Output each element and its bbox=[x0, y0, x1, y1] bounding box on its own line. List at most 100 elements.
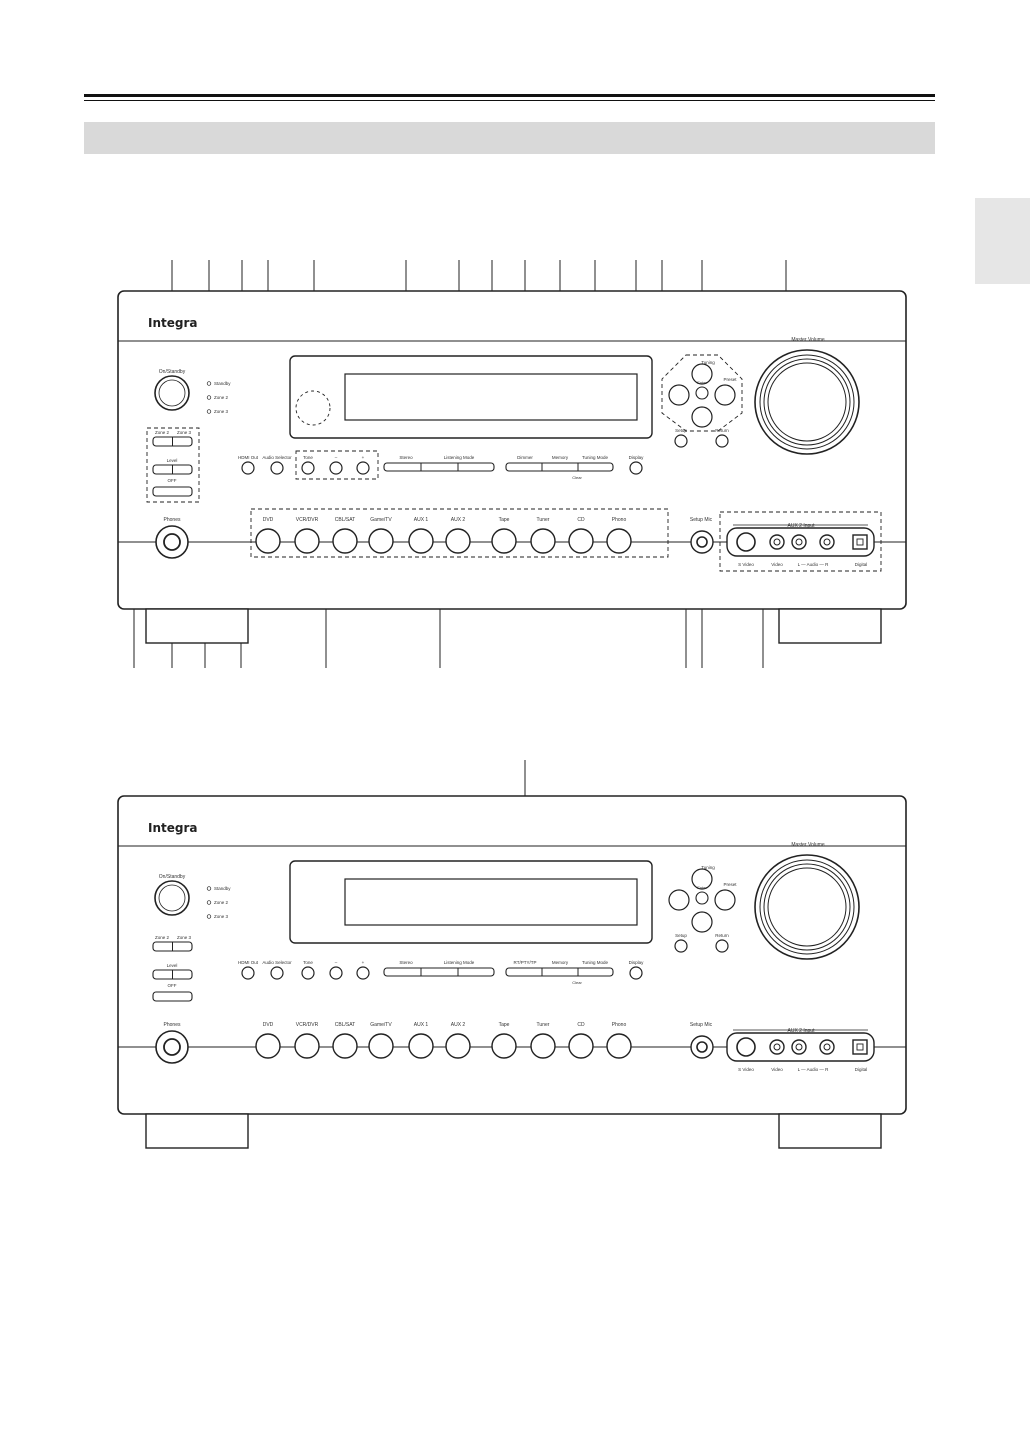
source-buttons-highlight bbox=[250, 508, 669, 558]
preset-label: Preset bbox=[723, 882, 737, 887]
tone-tone-button[interactable] bbox=[301, 966, 315, 980]
aux2-rca-jack-0[interactable] bbox=[769, 1039, 785, 1055]
source-label-3: Game/TV bbox=[370, 1022, 392, 1028]
navigation-highlight bbox=[661, 354, 743, 432]
listening-mode-buttons[interactable] bbox=[383, 967, 495, 977]
source-button-4[interactable] bbox=[408, 528, 434, 554]
source-button-8[interactable] bbox=[568, 528, 594, 554]
enter-button[interactable] bbox=[695, 891, 709, 905]
master-volume-knob[interactable] bbox=[754, 349, 860, 455]
source-button-1[interactable] bbox=[294, 1033, 320, 1059]
source-button-5[interactable] bbox=[445, 528, 471, 554]
power-button[interactable] bbox=[154, 375, 190, 411]
off-label: OFF bbox=[168, 478, 177, 483]
tuning-down-button[interactable] bbox=[691, 406, 713, 428]
display-button[interactable] bbox=[629, 966, 643, 980]
return-button[interactable] bbox=[715, 939, 729, 953]
audio-lr-label: L — Audio — R bbox=[798, 1067, 830, 1072]
s-video-label: S Video bbox=[738, 562, 754, 567]
aux2-rca-jack-2[interactable] bbox=[819, 534, 835, 550]
source-button-6[interactable] bbox=[491, 528, 517, 554]
source-button-7[interactable] bbox=[530, 1033, 556, 1059]
digital-label: Digital bbox=[855, 562, 868, 567]
master-volume-knob[interactable] bbox=[754, 854, 860, 960]
source-button-3[interactable] bbox=[368, 528, 394, 554]
power-label: On/Standby bbox=[159, 874, 186, 880]
hdmi_out-button[interactable] bbox=[241, 461, 255, 475]
source-button-4[interactable] bbox=[408, 1033, 434, 1059]
source-button-7[interactable] bbox=[530, 528, 556, 554]
source-button-0[interactable] bbox=[255, 1033, 281, 1059]
nav-left-button[interactable] bbox=[668, 384, 690, 406]
hdmi_out-button[interactable] bbox=[241, 966, 255, 980]
digital-label: Digital bbox=[855, 1067, 868, 1072]
indicator-zone3-led bbox=[206, 914, 212, 919]
preset-button[interactable] bbox=[714, 889, 736, 911]
s-video-jack[interactable] bbox=[736, 532, 756, 552]
setup-mic-jack[interactable] bbox=[696, 536, 708, 548]
tuning-up-button[interactable] bbox=[691, 868, 713, 890]
aux2-rca-jack-2[interactable] bbox=[819, 1039, 835, 1055]
source-button-6[interactable] bbox=[491, 1033, 517, 1059]
setup-button[interactable] bbox=[674, 434, 688, 448]
tone-tone-label: Tone bbox=[303, 455, 313, 460]
source-label-8: CD bbox=[577, 1022, 585, 1028]
return-button[interactable] bbox=[715, 434, 729, 448]
tone-minus-button[interactable] bbox=[329, 966, 343, 980]
source-label-1: VCR/DVR bbox=[296, 1022, 319, 1028]
tuning-down-button[interactable] bbox=[691, 911, 713, 933]
aux2-rca-jack-1[interactable] bbox=[791, 1039, 807, 1055]
power-button[interactable] bbox=[154, 880, 190, 916]
tone-minus-button[interactable] bbox=[329, 461, 343, 475]
display-button[interactable] bbox=[629, 461, 643, 475]
hdmi_out-label: HDMI Out bbox=[238, 960, 259, 965]
level-label: Level bbox=[167, 458, 178, 463]
source-button-2[interactable] bbox=[332, 1033, 358, 1059]
source-button-0[interactable] bbox=[255, 528, 281, 554]
phones-jack[interactable] bbox=[163, 1038, 181, 1056]
indicator-zone3-led bbox=[206, 409, 212, 414]
audio_selector-label: Audio Selector bbox=[262, 455, 292, 460]
setup-mic-jack[interactable] bbox=[696, 1041, 708, 1053]
nav-left-button[interactable] bbox=[668, 889, 690, 911]
tuning-up-button[interactable] bbox=[691, 363, 713, 385]
master-volume-knob bbox=[759, 859, 855, 955]
audio_selector-button[interactable] bbox=[270, 461, 284, 475]
source-button-9[interactable] bbox=[606, 528, 632, 554]
optical-digital-shutter bbox=[856, 1043, 864, 1051]
zone3-button-label: Zone 3 bbox=[177, 430, 192, 435]
indicator-zone3-label: Zone 3 bbox=[214, 914, 229, 919]
source-button-8[interactable] bbox=[568, 1033, 594, 1059]
source-button-2[interactable] bbox=[332, 528, 358, 554]
tone-plus-button[interactable] bbox=[356, 461, 370, 475]
tuner-buttons[interactable] bbox=[505, 967, 614, 977]
source-button-1[interactable] bbox=[294, 528, 320, 554]
source-button-3[interactable] bbox=[368, 1033, 394, 1059]
source-button-5[interactable] bbox=[445, 1033, 471, 1059]
tuning-label: Tuning bbox=[701, 360, 715, 365]
listening-mode-buttons[interactable] bbox=[383, 462, 495, 472]
tuning-label: Tuning bbox=[701, 865, 715, 870]
level-label: Level bbox=[167, 963, 178, 968]
preset-label: Preset bbox=[723, 377, 737, 382]
aux2-rca-jack-1[interactable] bbox=[791, 534, 807, 550]
source-label-6: Tape bbox=[499, 1022, 510, 1028]
zone-off-button[interactable] bbox=[152, 991, 193, 1002]
phones-jack[interactable] bbox=[163, 533, 181, 551]
preset-button[interactable] bbox=[714, 384, 736, 406]
audio_selector-button[interactable] bbox=[270, 966, 284, 980]
source-button-9[interactable] bbox=[606, 1033, 632, 1059]
aux2-rca-jack-0[interactable] bbox=[769, 534, 785, 550]
zone-off-button[interactable] bbox=[152, 486, 193, 497]
tone-tone-button[interactable] bbox=[301, 461, 315, 475]
tuner-buttons[interactable] bbox=[505, 462, 614, 472]
aux2-rca-jack-core-0 bbox=[773, 538, 781, 546]
tone-plus-button[interactable] bbox=[356, 966, 370, 980]
tuning-mode-label: Tuning Mode bbox=[582, 960, 609, 965]
setup-label: Setup bbox=[675, 933, 687, 938]
stereo-label: Stereo bbox=[399, 960, 413, 965]
enter-button[interactable] bbox=[695, 386, 709, 400]
setup-button[interactable] bbox=[674, 939, 688, 953]
s-video-jack[interactable] bbox=[736, 1037, 756, 1057]
indicator-zone2-label: Zone 2 bbox=[214, 395, 229, 400]
